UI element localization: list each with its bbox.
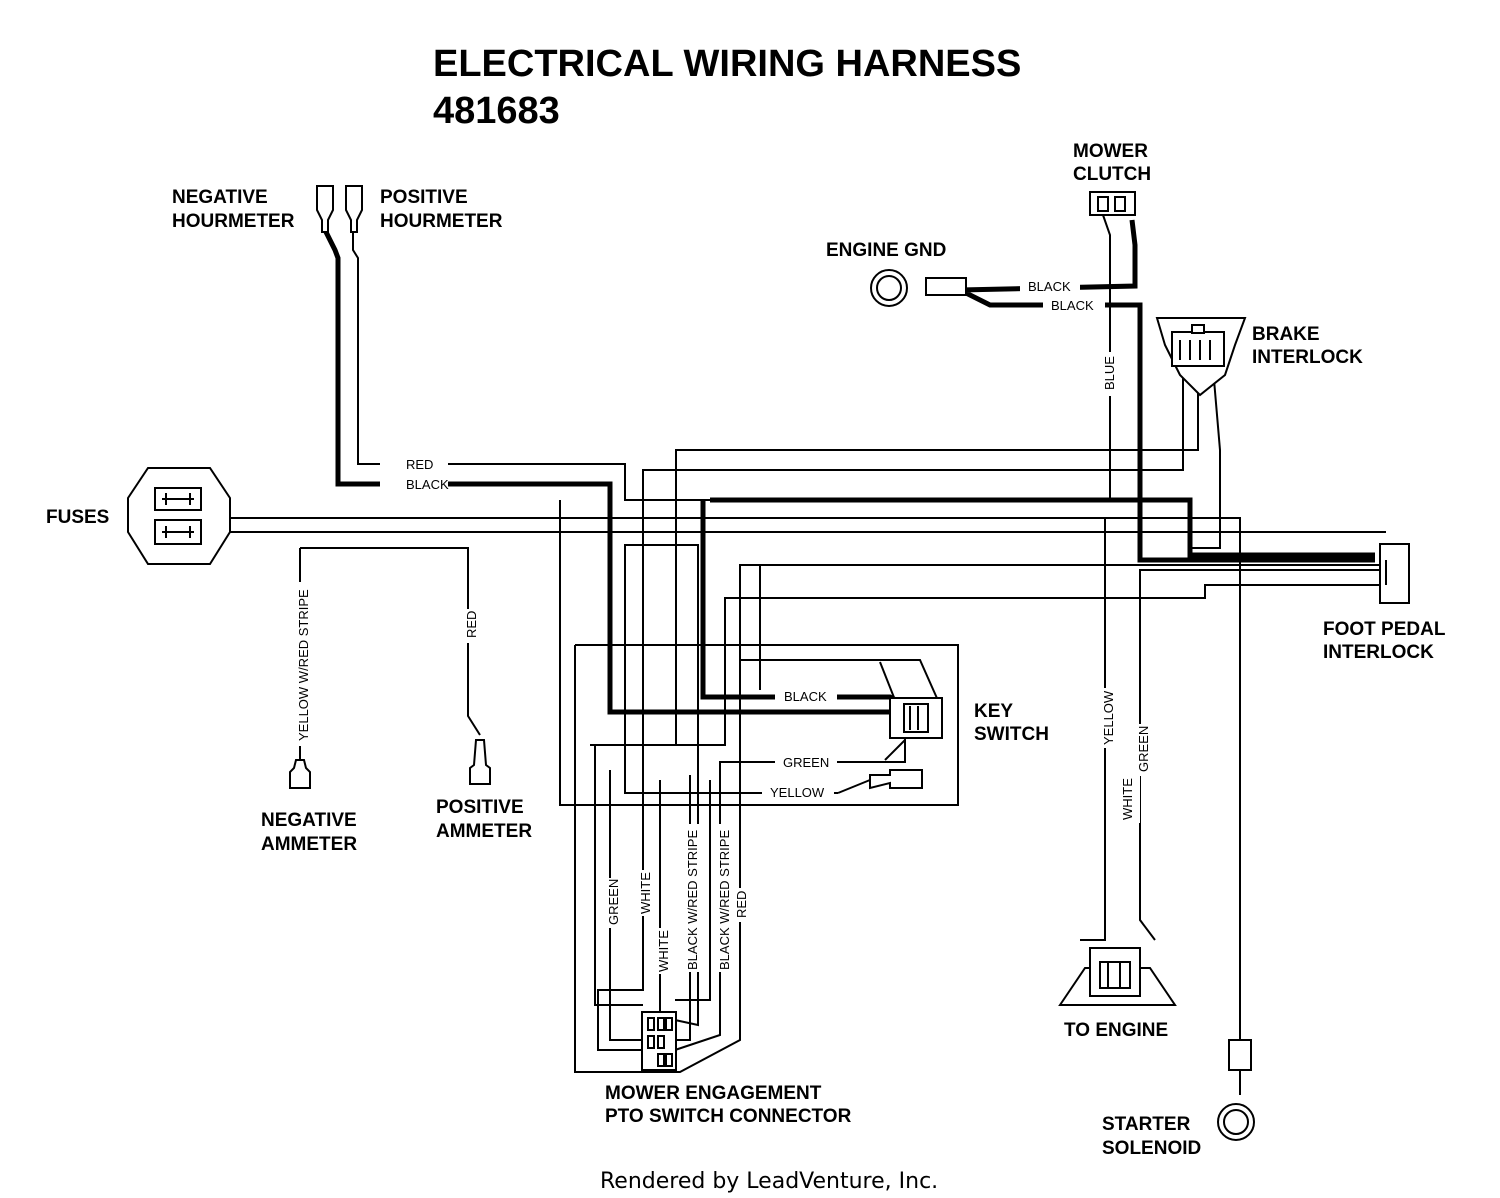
key-switch-spade-icon [869,769,923,790]
mower-clutch-connector-icon [1089,191,1136,216]
part-number: 481683 [433,90,560,132]
wire-label: WHITE [1120,778,1135,820]
brake-interlock-connector-icon [1155,317,1247,397]
fuse-holder-icon [127,467,231,565]
wire-label: BLACK W/RED STRIPE [717,830,732,970]
positive-ammeter-label: POSITIVE [436,797,524,818]
starter-solenoid-label: STARTER [1102,1114,1191,1135]
diagram-title: ELECTRICAL WIRING HARNESS [433,43,1021,85]
engine-connector-icon [1058,947,1177,1006]
pto-connector-label: PTO SWITCH CONNECTOR [605,1106,852,1127]
hourmeter-terminals-icon [316,185,363,233]
starter-solenoid-terminal-icon [1217,1039,1255,1141]
wire-label: BLACK W/RED STRIPE [685,830,700,970]
brake-interlock-label: BRAKE [1252,324,1320,345]
wire-label: BLUE [1102,356,1117,390]
brake-interlock-label: INTERLOCK [1252,347,1363,368]
wire-label: GREEN [783,755,829,770]
pto-connector-label: MOWER ENGAGEMENT [605,1083,822,1104]
key-switch-icon [889,697,943,739]
mower-clutch-label: CLUTCH [1073,164,1151,185]
wire-label: BLACK [1051,298,1094,313]
key-switch-label: KEY [974,701,1013,722]
foot-pedal-interlock-label: INTERLOCK [1323,642,1434,663]
wire-label: GREEN [606,879,621,925]
wire-label: WHITE [656,930,671,972]
fuses-label: FUSES [46,507,109,528]
positive-ammeter-label: AMMETER [436,821,532,842]
component-labels: NEGATIVE HOURMETER POSITIVE HOURMETER MO… [46,141,1446,1159]
wire-label: RED [406,457,433,472]
wire-label: YELLOW [1101,690,1116,745]
foot-pedal-interlock-icon [1379,543,1410,604]
wire-label: BLACK [406,477,449,492]
foot-pedal-interlock-label: FOOT PEDAL [1323,619,1446,640]
engine-ground-terminal-icon [870,269,967,307]
footer-credit: Rendered by LeadVenture, Inc. [600,1169,938,1194]
positive-hourmeter-label: HOURMETER [380,211,503,232]
wire-label: YELLOW W/RED STRIPE [296,589,311,741]
wire-labels: RED BLACK BLACK BLACK BLUE YELLOW W/RED … [292,277,1156,974]
wire-label: GREEN [1136,726,1151,772]
wire-label: RED [464,611,479,638]
starter-solenoid-label: SOLENOID [1102,1138,1201,1159]
negative-hourmeter-label: NEGATIVE [172,187,268,208]
wire-label: BLACK [1028,279,1071,294]
to-engine-label: TO ENGINE [1064,1020,1168,1041]
positive-hourmeter-label: POSITIVE [380,187,468,208]
wire-label: YELLOW [770,785,825,800]
mower-clutch-label: MOWER [1073,141,1148,162]
negative-ammeter-label: NEGATIVE [261,810,357,831]
wire-label: WHITE [638,872,653,914]
wire-label: RED [734,891,749,918]
ammeter-terminals-icon [289,739,491,789]
negative-ammeter-label: AMMETER [261,834,357,855]
pto-connector-icon [641,1011,677,1071]
engine-gnd-label: ENGINE GND [826,240,946,261]
key-switch-label: SWITCH [974,724,1049,745]
negative-hourmeter-label: HOURMETER [172,211,295,232]
wire-label: BLACK [784,689,827,704]
